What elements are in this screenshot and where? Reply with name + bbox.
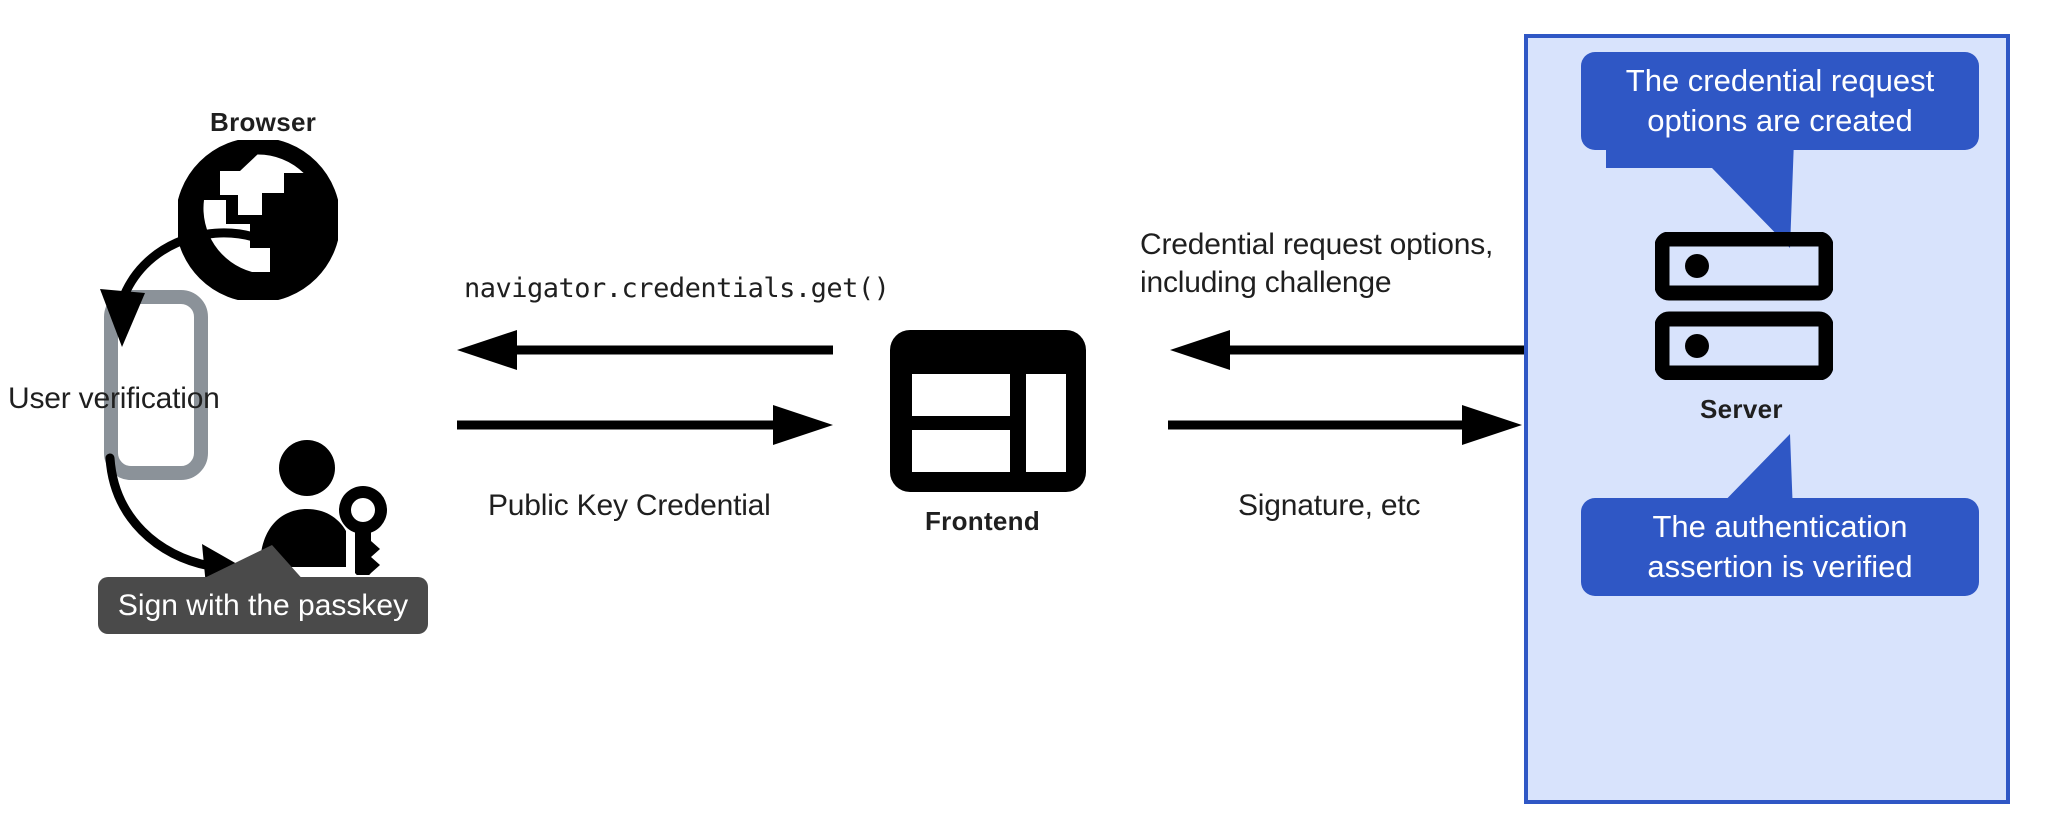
- browser-to-phone-arrow: [100, 228, 259, 347]
- callout-line1: The authentication: [1652, 508, 1908, 544]
- frontend-label: Frontend: [925, 506, 1041, 536]
- frontend-to-server-arrow: [1168, 405, 1522, 445]
- browser-to-frontend-arrow: [457, 405, 833, 445]
- webpage-layout-icon: [890, 330, 1086, 492]
- navigator-get-label: navigator.credentials.get(): [464, 273, 890, 304]
- signature-etc-label: Signature, etc: [1238, 489, 1421, 522]
- callout-line1: The credential request: [1625, 62, 1935, 98]
- server-to-frontend-arrow: [1170, 330, 1524, 370]
- frontend-to-browser-arrow: [457, 330, 833, 370]
- server-racks-icon: [1655, 232, 1833, 380]
- globe-icon: [178, 140, 338, 300]
- user-verification-label: User verification: [8, 382, 220, 415]
- credential-request-options-line2: including challenge: [1140, 266, 1392, 300]
- sign-with-passkey-text: Sign with the passkey: [117, 588, 409, 622]
- callout-line2: options are created: [1647, 103, 1913, 138]
- callout-credential-request-options-created: The credential request options are creat…: [1581, 52, 1979, 150]
- callout-line2: assertion is verified: [1647, 549, 1913, 584]
- credential-request-options-label: Credential request options, including ch…: [1140, 226, 1540, 303]
- person-with-key-icon: [260, 440, 387, 575]
- top-callout-tail: [1606, 140, 1794, 248]
- public-key-credential-label: Public Key Credential: [488, 489, 771, 522]
- phone-icon: [104, 290, 208, 480]
- browser-label: Browser: [210, 107, 317, 137]
- sign-with-passkey-tooltip: Sign with the passkey: [98, 577, 428, 634]
- credential-request-options-line1: Credential request options,: [1140, 228, 1494, 261]
- server-label: Server: [1700, 394, 1783, 424]
- callout-authentication-assertion-verified: The authentication assertion is verified: [1581, 498, 1979, 596]
- sign-with-passkey-tooltip-tail: [194, 545, 306, 583]
